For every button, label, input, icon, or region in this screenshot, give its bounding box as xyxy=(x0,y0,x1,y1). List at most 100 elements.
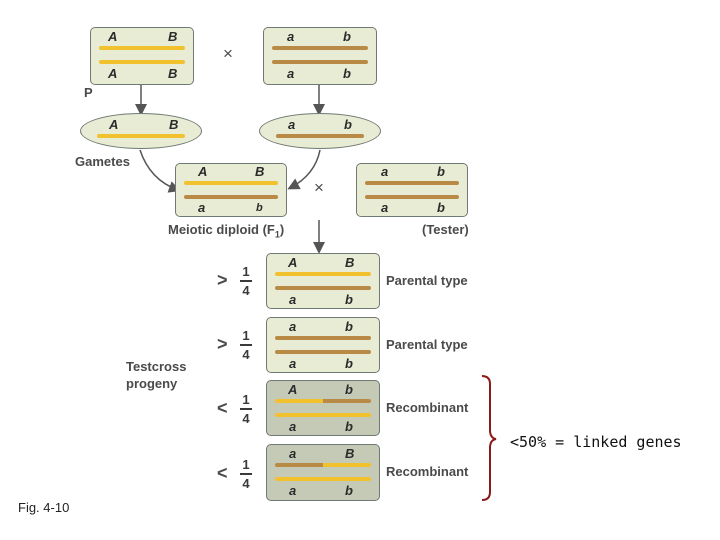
arrow-gamete2-to-f1 xyxy=(287,149,321,190)
allele-label: b xyxy=(256,202,263,214)
allele-label: b xyxy=(437,200,445,215)
meiotic-diploid-label: Meiotic diploid (F1) xyxy=(168,222,284,240)
fraction-denominator: 4 xyxy=(242,282,250,298)
fraction-bar xyxy=(240,473,252,475)
chromosome-recessive xyxy=(275,350,371,354)
fraction-bar xyxy=(240,344,252,346)
recombinant-brace xyxy=(481,375,497,501)
linked-genes-note: <50% = linked genes xyxy=(510,433,682,451)
generation-label-p: P xyxy=(84,85,93,100)
allele-label: a xyxy=(289,292,297,307)
allele-label: b xyxy=(345,382,353,397)
f1-meiotic-diploid: A B a b xyxy=(175,163,287,217)
allele-label: a xyxy=(381,200,389,215)
allele-label: A xyxy=(108,66,118,81)
allele-label: B xyxy=(168,29,178,44)
chromosome-dominant xyxy=(97,134,185,138)
chromosome-dominant xyxy=(275,272,371,276)
cross-symbol: × xyxy=(223,44,233,63)
figure-number: Fig. 4-10 xyxy=(18,500,70,515)
allele-label: a xyxy=(289,319,297,334)
chromosome-dominant xyxy=(275,413,371,417)
chromosome-recessive xyxy=(272,60,368,64)
meiotic-diploid-close: ) xyxy=(279,222,285,237)
comparison-sign: < xyxy=(217,463,228,483)
chromosome-segment-dominant xyxy=(275,399,323,403)
chromosome-segment-recessive xyxy=(275,463,323,467)
fraction-numerator: 1 xyxy=(242,457,250,472)
progeny-parental-ab-recessive: a b a b xyxy=(266,317,380,373)
fraction-bar xyxy=(240,280,252,282)
allele-label: A xyxy=(198,164,208,179)
chromosome-dominant xyxy=(99,46,185,50)
allele-label: b xyxy=(437,164,445,179)
chromosome-recessive xyxy=(276,134,364,138)
allele-label: a xyxy=(289,356,297,371)
fraction-numerator: 1 xyxy=(242,392,250,407)
allele-label: A xyxy=(288,255,298,270)
chromosome-recessive xyxy=(365,195,459,199)
progeny-recombinant-ab: A b a b xyxy=(266,380,380,436)
allele-label: b xyxy=(345,356,353,371)
allele-label: A xyxy=(108,29,118,44)
comparison-sign: < xyxy=(217,398,228,418)
parent-ab-recessive: a b a b xyxy=(263,27,377,85)
allele-label: a xyxy=(381,164,389,179)
allele-label: a xyxy=(287,29,295,44)
allele-label: b xyxy=(345,319,353,334)
recombinant-label: Recombinant xyxy=(386,400,469,415)
parental-type-label: Parental type xyxy=(386,337,468,352)
fraction-bar xyxy=(240,408,252,410)
tester-label: (Tester) xyxy=(422,222,469,237)
chromosome-recessive xyxy=(365,181,459,185)
testcross-label: Testcross xyxy=(126,359,187,374)
fraction-numerator: 1 xyxy=(242,264,250,279)
fraction-denominator: 4 xyxy=(242,410,250,426)
cross-symbol: × xyxy=(314,178,324,197)
chromosome-dominant xyxy=(99,60,185,64)
fraction-denominator: 4 xyxy=(242,346,250,362)
comparison-sign: > xyxy=(217,334,228,354)
allele-label: b xyxy=(345,419,353,434)
chromosome-segment-dominant xyxy=(323,463,371,467)
allele-label: b xyxy=(343,29,351,44)
allele-label: a xyxy=(289,483,297,498)
gametes-label: Gametes xyxy=(75,154,130,169)
allele-label: a xyxy=(287,66,295,81)
fraction-denominator: 4 xyxy=(242,475,250,491)
chromosome-recessive xyxy=(275,336,371,340)
recombinant-label: Recombinant xyxy=(386,464,469,479)
allele-label: B xyxy=(345,255,355,270)
tester-ab-recessive: a b a b xyxy=(356,163,468,217)
progeny-parental-ab-dominant: A B a b xyxy=(266,253,380,309)
chromosome-recessive xyxy=(272,46,368,50)
meiotic-diploid-text: Meiotic diploid (F xyxy=(168,222,275,237)
allele-label: a xyxy=(288,117,296,132)
arrow-gamete1-to-f1 xyxy=(139,149,181,193)
allele-label: a xyxy=(289,446,297,461)
chromosome-recessive xyxy=(184,195,278,199)
allele-label: A xyxy=(109,117,119,132)
meiotic-diploid-subscript: 1 xyxy=(274,229,280,240)
chromosome-dominant xyxy=(275,477,371,481)
allele-label: a xyxy=(198,200,206,215)
allele-label: B xyxy=(345,446,355,461)
allele-label: B xyxy=(255,164,265,179)
allele-label: b xyxy=(345,483,353,498)
allele-label: A xyxy=(288,382,298,397)
allele-label: b xyxy=(345,292,353,307)
allele-label: a xyxy=(289,419,297,434)
fraction-numerator: 1 xyxy=(242,328,250,343)
parent-ab-homozygous: A B A B xyxy=(90,27,194,85)
chromosome-segment-recessive xyxy=(323,399,371,403)
allele-label: b xyxy=(343,66,351,81)
progeny-recombinant-ab-2: a B a b xyxy=(266,444,380,501)
allele-label: B xyxy=(168,66,178,81)
allele-label: b xyxy=(344,117,352,132)
